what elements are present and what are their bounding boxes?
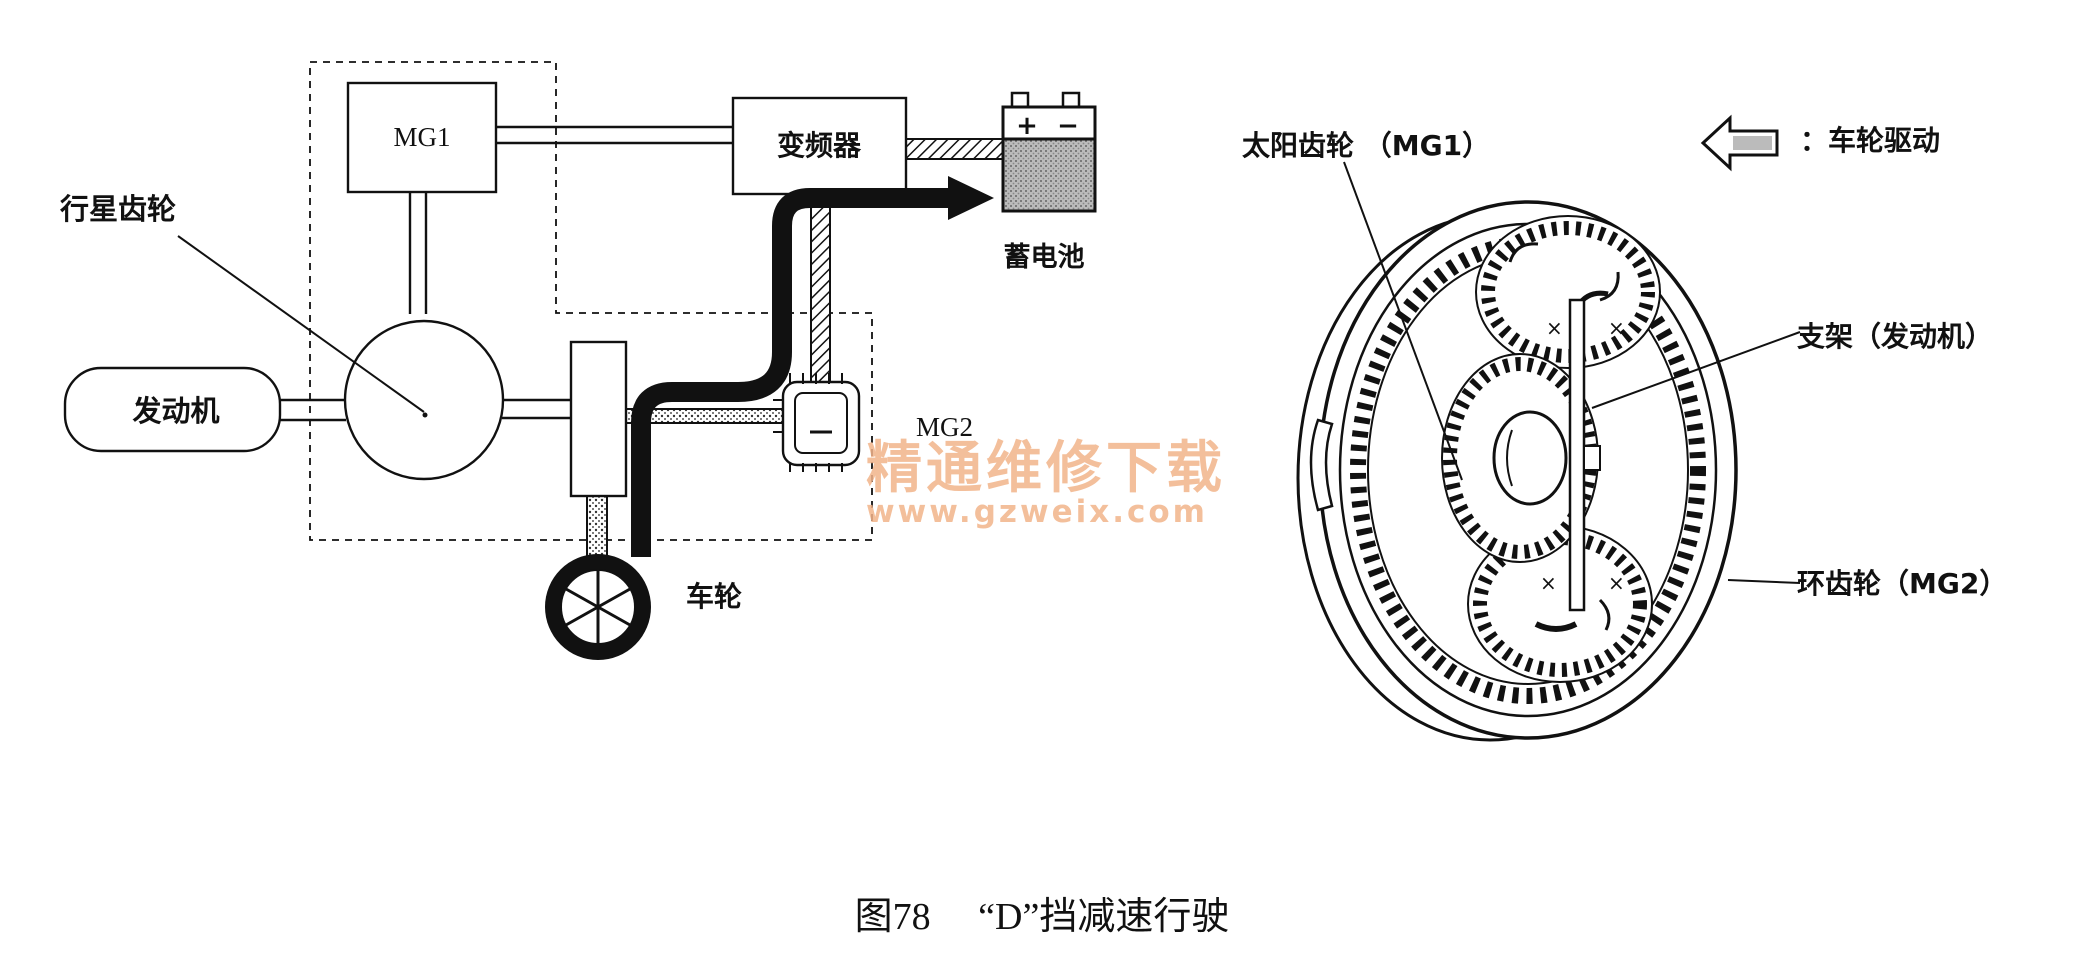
energy-flow-arrowhead [948,176,994,220]
battery-icon: + − [1001,91,1097,213]
inverter-box [731,96,908,196]
mg2-label: MG2 [916,412,973,442]
mg2-motor [773,373,861,472]
output-shaft [502,398,571,420]
inverter-battery-cable [905,138,1005,160]
watermark-url: www.gzweix.com [866,494,1208,530]
mg1-shaft [408,192,428,314]
battery-minus-sign: − [1057,111,1079,141]
sun-gear-label: 太阳齿轮 （MG1） [1242,129,1490,162]
planetary-gear-illustration: × × × × [1296,161,1801,742]
mg1-box [346,81,498,194]
pinion-gear-top [1475,215,1661,369]
carrier-bar: × × × × [1540,298,1625,612]
figure-caption: 图78 “D”挡减速行驶 [855,896,1230,938]
engine-label: 发动机 [131,394,219,428]
carrier-label: 支架（发动机） [1797,320,1993,353]
ring-gear-teeth [1350,236,1706,704]
planetary-gear-circle [343,319,505,481]
housing-tab [1309,418,1334,512]
reduction-gear-block [569,340,628,498]
sun-gear-leader-line [1343,161,1463,481]
watermark-text-cn: 精通维修下载 [866,436,1226,501]
ring-gear-leader-line [1727,579,1801,584]
planetary-leader-line [177,235,425,413]
hybrid-unit-dashed-boundary [309,61,873,541]
legend: ：车轮驱动 [1700,114,1940,172]
engine-shaft [278,398,346,422]
watermark: 精通维修下载 www.gzweix.com [866,436,1226,530]
legend-label: ：车轮驱动 [1800,124,1940,157]
powertrain-schematic: MG1 变频器 发动机 MG2 [59,61,1097,660]
wheel-label: 车轮 [686,580,742,613]
inverter-label: 变频器 [777,129,862,162]
energy-flow-path [631,188,950,557]
engine-box [63,366,282,453]
mg1-inverter-connection [496,125,733,145]
mg1-label: MG1 [393,122,450,152]
battery-plus-sign: + [1016,111,1038,141]
svg-text:×: × [1608,571,1625,595]
svg-text:×: × [1546,316,1563,340]
battery-label: 蓄电池 [1004,242,1085,273]
carrier-leader-line [1591,331,1801,409]
svg-text:×: × [1540,571,1557,595]
ring-gear-label: 环齿轮（MG2） [1797,567,2007,600]
svg-text:×: × [1608,316,1625,340]
wheel-icon [545,554,651,660]
inverter-mg2-cable [810,193,831,390]
planetary-gear-label: 行星齿轮 [59,192,176,226]
planetary-center-dot [422,412,428,418]
